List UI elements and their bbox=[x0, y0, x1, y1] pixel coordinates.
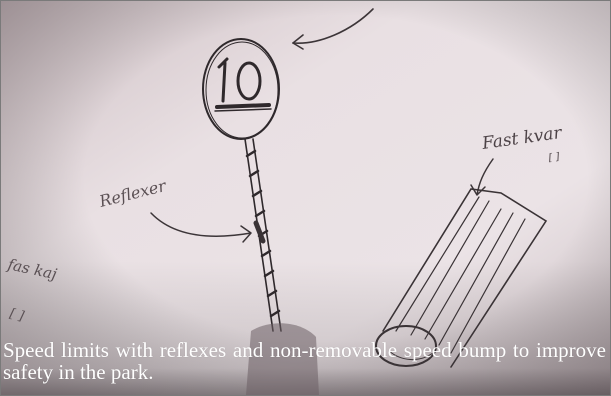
photo-caption: Speed limits with reflexes and non-remov… bbox=[3, 339, 606, 383]
svg-text:[ ]: [ ] bbox=[548, 152, 561, 164]
